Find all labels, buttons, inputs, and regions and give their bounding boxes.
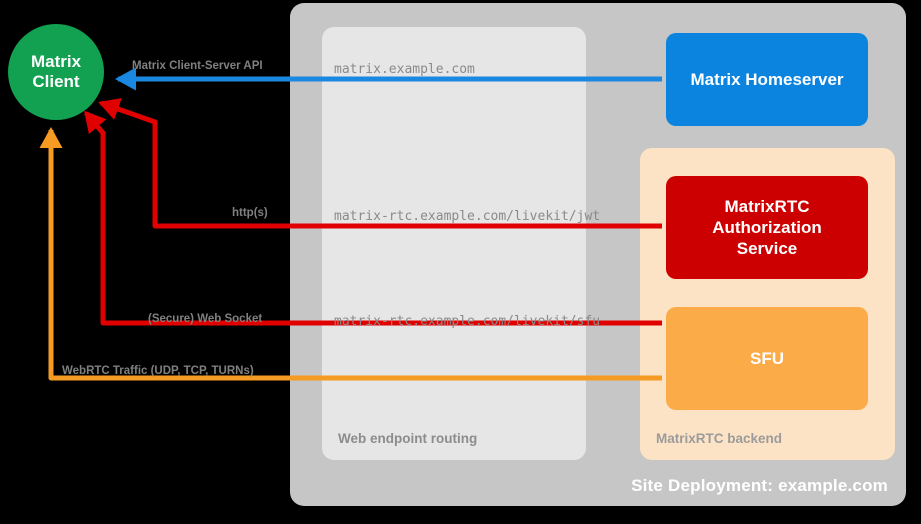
node-matrixrtc-authorization-service: MatrixRTC Authorization Service bbox=[666, 176, 868, 279]
web-endpoint-routing-label: Web endpoint routing bbox=[338, 431, 478, 446]
node-auth-line2: Authorization bbox=[712, 217, 822, 237]
endpoint-url-livekit-jwt: matrix-rtc.example.com/livekit/jwt bbox=[334, 209, 601, 224]
site-deployment-label: Site Deployment: example.com bbox=[631, 476, 888, 495]
node-auth-line1: MatrixRTC bbox=[724, 196, 810, 216]
edge-label-secure-web-socket: (Secure) Web Socket bbox=[148, 313, 263, 325]
node-auth-line3: Service bbox=[736, 239, 798, 259]
node-matrix-client: Matrix Client bbox=[8, 24, 104, 120]
node-matrix-client-line2: Client bbox=[32, 72, 80, 91]
node-matrix-homeserver: Matrix Homeserver bbox=[666, 33, 868, 126]
edge-label-webrtc-traffic: WebRTC Traffic (UDP, TCP, TURNs) bbox=[62, 365, 254, 377]
endpoint-url-matrix-example-com: matrix.example.com bbox=[334, 62, 475, 77]
node-matrix-homeserver-label: Matrix Homeserver bbox=[690, 69, 844, 89]
node-sfu-label: SFU bbox=[750, 348, 784, 368]
web-endpoint-routing-container: Web endpoint routing bbox=[322, 27, 586, 460]
matrixrtc-backend-label: MatrixRTC backend bbox=[656, 431, 783, 446]
endpoint-url-livekit-sfu: matrix-rtc.example.com/livekit/sfu bbox=[334, 314, 601, 329]
edge-label-http-s: http(s) bbox=[232, 207, 268, 219]
edge-label-client-server-api: Matrix Client-Server API bbox=[132, 60, 263, 72]
node-sfu: SFU bbox=[666, 307, 868, 410]
node-matrix-client-line1: Matrix bbox=[30, 51, 82, 71]
